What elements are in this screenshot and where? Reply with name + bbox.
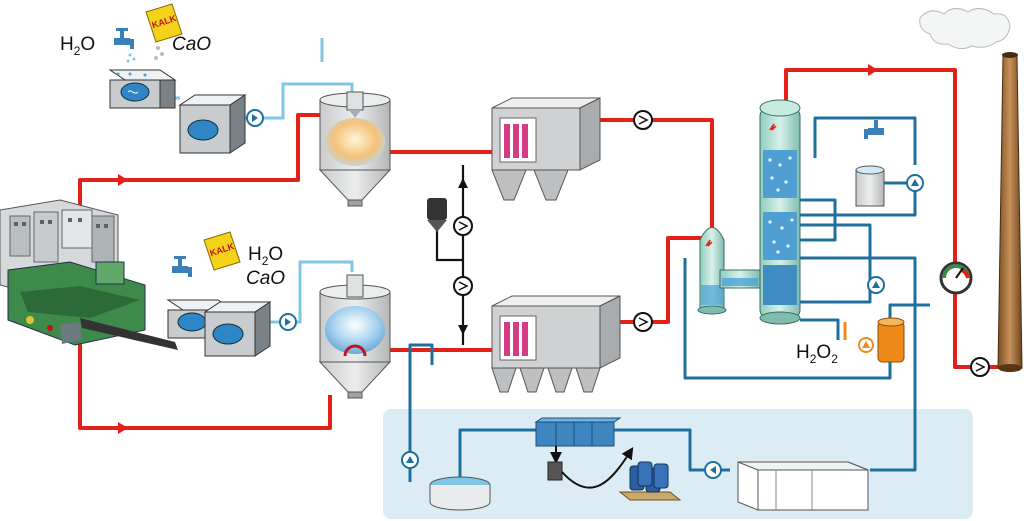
lime-bag-icon: KALK — [203, 231, 241, 271]
flow-arrows-red — [118, 64, 878, 434]
fan-icon — [633, 110, 653, 130]
carbon-dosing-lines — [435, 165, 465, 345]
bag-filter-top — [491, 97, 601, 201]
spray-dryer-top — [318, 91, 392, 207]
lime-slurry-tank-mid — [203, 301, 272, 357]
filter-press — [534, 417, 622, 447]
lime-mixing-tank-top — [108, 69, 177, 109]
bag-filter-bottom — [491, 295, 621, 393]
disposal-arrow — [561, 446, 634, 489]
water-tap-icon — [864, 120, 884, 139]
label-water-top: H2O — [60, 34, 95, 58]
label-peroxide: H2O2 — [796, 342, 838, 366]
clean-water-basin — [429, 476, 491, 511]
label-lime-top: CaO — [172, 34, 211, 55]
filter-cake — [547, 461, 563, 481]
pump-icon — [906, 174, 924, 192]
fan-icon — [970, 357, 990, 377]
pump-icon — [279, 313, 297, 331]
lime-bag-icon: KALK — [145, 3, 183, 60]
carbon-silo — [427, 198, 447, 232]
spray-dryer-bottom — [318, 274, 392, 399]
lime-slurry-tank-top — [178, 94, 247, 154]
peroxide-tank — [877, 317, 905, 363]
label-water-mid: H2O — [248, 244, 283, 268]
makeup-water-tank — [855, 165, 885, 207]
carbon-fan-icon — [453, 216, 473, 296]
pump-icon — [858, 337, 874, 353]
pressure-gauge-icon — [939, 261, 973, 295]
water-tap-icon — [114, 28, 136, 63]
pump-icon — [704, 461, 722, 479]
pump-icon — [867, 276, 885, 294]
drum-pallet-icon — [618, 461, 682, 501]
smoke-plume — [919, 8, 1011, 50]
label-lime-mid: CaO — [246, 268, 285, 289]
process-water-lines — [408, 116, 930, 482]
settling-basin — [737, 461, 869, 511]
incineration-plant — [0, 199, 178, 350]
pump-icon — [401, 451, 419, 469]
fan-icon — [633, 312, 653, 332]
scrubber-column — [759, 99, 801, 325]
water-tap-icon — [172, 256, 192, 277]
quench-vessel — [697, 227, 761, 315]
pump-icon — [246, 109, 264, 127]
chimney-icon — [997, 52, 1023, 372]
